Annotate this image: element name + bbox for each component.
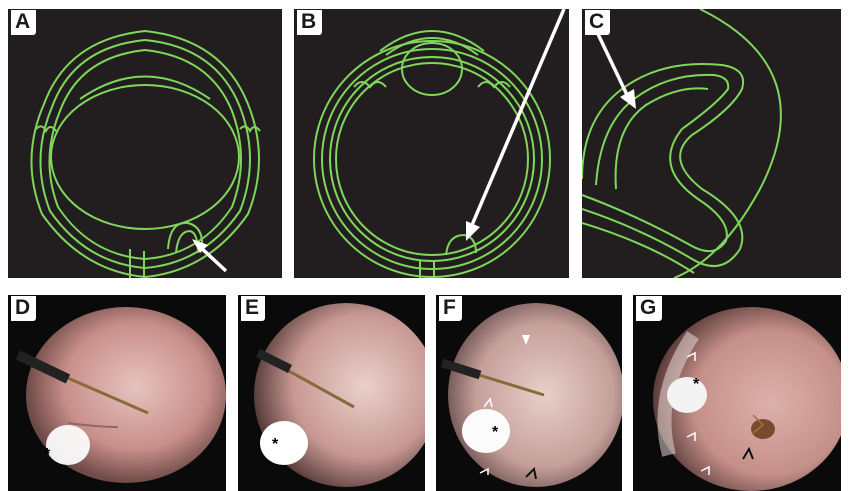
panel-f: * F <box>436 295 622 491</box>
fundus-photo-g: * <box>633 295 841 491</box>
panel-g: * G <box>633 295 841 491</box>
asterisk-e: * <box>272 436 279 453</box>
asterisk-g: * <box>693 376 700 393</box>
panel-a: A <box>8 9 282 278</box>
fundus-photo-e: * <box>238 295 425 491</box>
panel-label-d: D <box>11 296 36 321</box>
panel-c: C <box>582 9 841 278</box>
panel-label-b: B <box>297 10 322 35</box>
asterisk-d: * <box>44 446 51 463</box>
eye-schematic-c <box>582 9 841 278</box>
panel-label-a: A <box>11 10 36 35</box>
panel-label-e: E <box>241 296 265 321</box>
eye-schematic-a <box>8 9 282 278</box>
fundus-photo-f: * <box>436 295 622 491</box>
panel-label-f: F <box>439 296 462 321</box>
panel-label-c: C <box>585 10 610 35</box>
fundus-photo-d: * <box>8 295 226 491</box>
panel-e: * E <box>238 295 425 491</box>
panel-b: B <box>294 9 569 278</box>
eye-schematic-b <box>294 9 569 278</box>
asterisk-f: * <box>492 424 499 441</box>
panel-d: * D <box>8 295 226 491</box>
panel-label-g: G <box>636 296 662 321</box>
